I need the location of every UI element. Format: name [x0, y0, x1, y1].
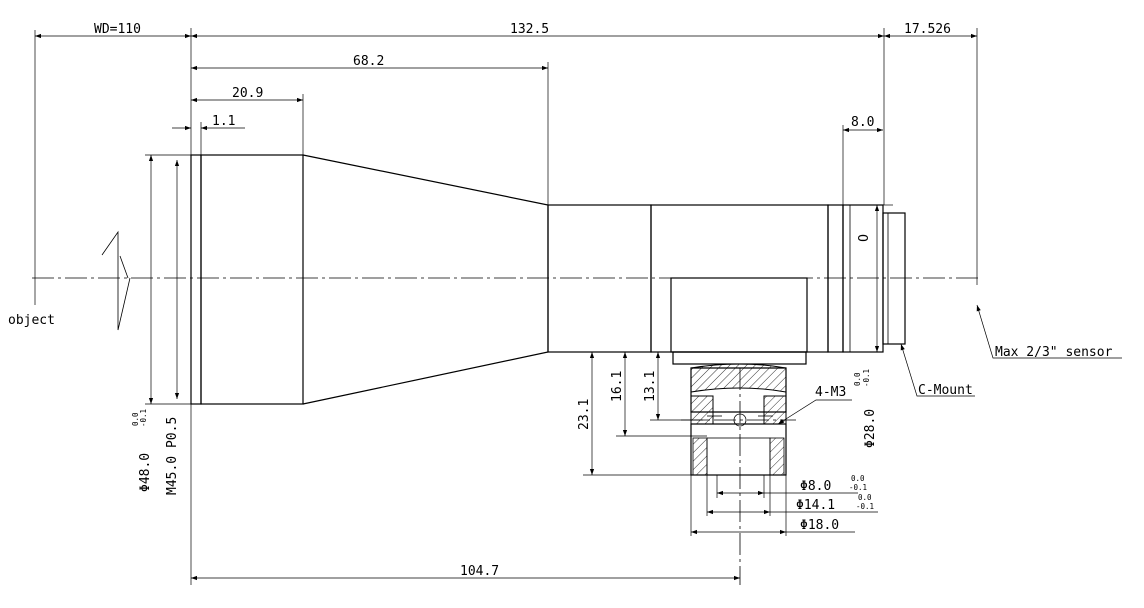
tol-d48-upper: 0.0 — [131, 412, 140, 426]
dim-front-cone: 20.9 — [232, 86, 263, 101]
break-symbol — [101, 230, 131, 331]
tol-d28-upper: 0.0 — [853, 372, 862, 386]
dim-screw-depth: 13.1 — [643, 371, 658, 402]
tol-d14-upper: 0.0 — [858, 493, 872, 502]
dim-front-ring: 1.1 — [212, 114, 235, 129]
label-screw: 4-M3 — [815, 385, 846, 400]
tol-d48-lower: -0.1 — [139, 409, 148, 427]
orientation-mark: O — [857, 234, 872, 242]
tol-d8-lower: -0.1 — [849, 483, 867, 492]
dim-thread: M45.0 P0.5 — [165, 417, 180, 495]
dim-port-thread-depth: 16.1 — [610, 371, 625, 402]
lens-body — [190, 154, 906, 405]
label-c-mount: C-Mount — [918, 383, 973, 398]
dim-flange-distance: 17.526 — [904, 22, 951, 37]
label-object: object — [8, 313, 55, 328]
dim-port-inner-diameter: Φ8.0 — [800, 479, 831, 494]
dim-mount-length: 8.0 — [851, 115, 874, 130]
dim-mount-diameter: Φ28.0 — [863, 409, 878, 448]
tol-d28-lower: -0.1 — [862, 369, 871, 387]
tol-d14-lower: -0.1 — [856, 502, 874, 511]
dim-total-length: 132.5 — [510, 22, 549, 37]
dim-working-distance: WD=110 — [94, 22, 141, 37]
tol-d8-upper: 0.0 — [851, 474, 865, 483]
dim-port-depth: 23.1 — [577, 399, 592, 430]
label-sensor: Max 2/3" sensor — [995, 345, 1113, 360]
dim-front-diameter: Φ48.0 — [138, 453, 153, 492]
dim-port-position: 104.7 — [460, 564, 499, 579]
dim-front-to-step: 68.2 — [353, 54, 384, 69]
dim-port-outer-diameter: Φ18.0 — [800, 518, 839, 533]
dim-port-thread-diameter: Φ14.1 — [796, 498, 835, 513]
side-port-section — [681, 363, 796, 585]
